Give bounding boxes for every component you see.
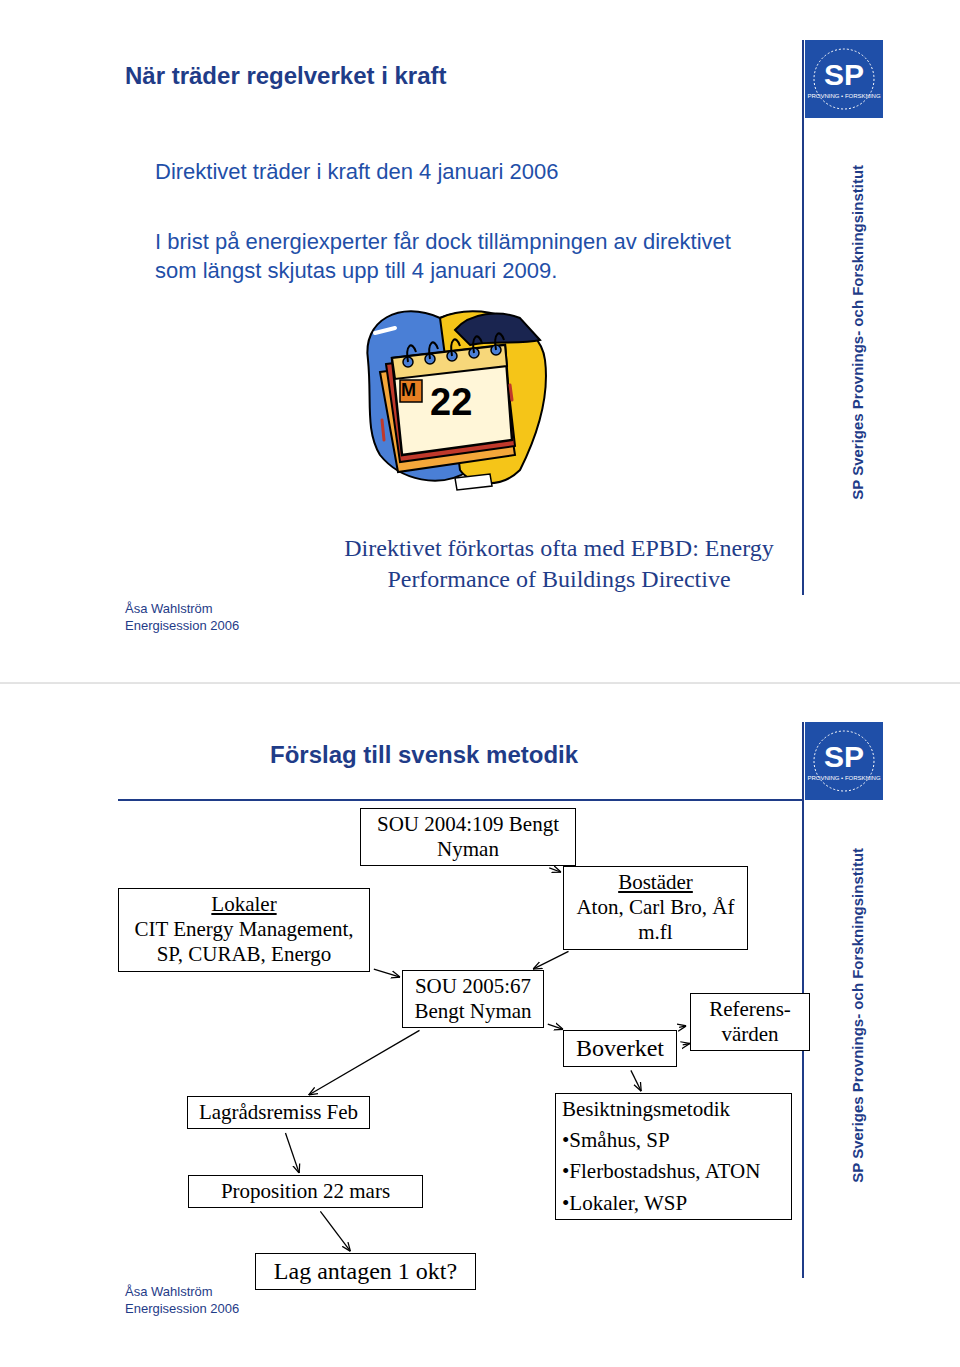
box-text: CIT Energy Management, SP, CURAB, Energo	[125, 917, 363, 967]
slide-title: Förslag till svensk metodik	[270, 741, 578, 769]
box-text: Boverket	[570, 1034, 670, 1063]
connector-arrow	[320, 1211, 350, 1251]
caption-text: Direktivet förkortas ofta med EPBD: Ener…	[318, 533, 800, 595]
vertical-org-name: SP Sveriges Provnings- och Forskningsins…	[848, 823, 868, 1183]
calendar-letter: M	[401, 379, 416, 402]
box-text: Lagrådsremiss Feb	[194, 1100, 363, 1125]
process-box: SOU 2004:109 Bengt Nyman	[360, 808, 576, 866]
box-text: Lag antagen 1 okt?	[262, 1257, 469, 1286]
logo-ring-text: PROVNING • FORSKNING	[805, 93, 883, 101]
frame-line	[802, 40, 804, 595]
process-box: Proposition 22 mars	[188, 1175, 423, 1208]
slide-separator	[0, 683, 960, 684]
box-heading: Lokaler	[125, 892, 363, 917]
connector-arrow	[533, 951, 568, 969]
box-text: SOU 2005:67 Bengt Nyman	[409, 974, 537, 1024]
process-box: Lag antagen 1 okt?	[255, 1253, 476, 1290]
slide-title: När träder regelverket i kraft	[125, 60, 447, 91]
process-box: Lagrådsremiss Feb	[187, 1096, 370, 1129]
process-box: SOU 2005:67 Bengt Nyman	[402, 970, 544, 1028]
author-name: Åsa Wahlström	[125, 601, 213, 618]
process-box: LokalerCIT Energy Management, SP, CURAB,…	[118, 888, 370, 972]
connector-arrow	[548, 1024, 563, 1029]
connector-arrow	[285, 1133, 299, 1173]
connector-arrow	[683, 1044, 690, 1045]
connector-arrow	[309, 1030, 420, 1095]
box-heading: Bostäder	[570, 870, 741, 895]
connector-arrow	[679, 1026, 686, 1027]
box-text: •Lokaler, WSP	[562, 1191, 785, 1216]
connector-arrow	[374, 969, 400, 977]
process-box: Referens- värden	[690, 993, 810, 1051]
calendar-clipart	[367, 311, 546, 490]
logo-ring-text: PROVNING • FORSKNING	[805, 775, 883, 783]
box-text: Aton, Carl Bro, Åf m.fl	[570, 895, 741, 945]
vertical-org-name: SP Sveriges Provnings- och Forskningsins…	[848, 140, 868, 500]
event-name: Energisession 2006	[125, 1301, 239, 1318]
logo-square	[805, 40, 883, 118]
calendar-number: 22	[430, 378, 472, 427]
process-box: Besiktningsmetodik •Småhus, SP •Flerbostad…	[555, 1093, 792, 1220]
bullet-text: I brist på energiexperter får dock tillä…	[155, 228, 755, 285]
logo-square	[805, 722, 883, 800]
bullet-text: Direktivet träder i kraft den 4 januari …	[155, 158, 715, 187]
box-text: •Småhus, SP	[562, 1128, 785, 1153]
logo-text: SP	[805, 737, 883, 776]
event-name: Energisession 2006	[125, 618, 239, 635]
box-text: •Flerbostadshus, ATON	[562, 1159, 785, 1184]
author-name: Åsa Wahlström	[125, 1284, 213, 1301]
box-text: Proposition 22 mars	[195, 1179, 416, 1204]
frame-line	[118, 799, 803, 801]
process-box: BostäderAton, Carl Bro, Åf m.fl	[563, 866, 748, 950]
connector-arrow	[631, 1070, 641, 1091]
connector-arrow	[549, 868, 561, 872]
box-heading: Besiktningsmetodik	[562, 1097, 785, 1122]
logo-text: SP	[805, 55, 883, 94]
box-text: SOU 2004:109 Bengt Nyman	[367, 812, 569, 862]
process-box: Boverket	[563, 1030, 677, 1067]
box-text: Referens- värden	[697, 997, 803, 1047]
